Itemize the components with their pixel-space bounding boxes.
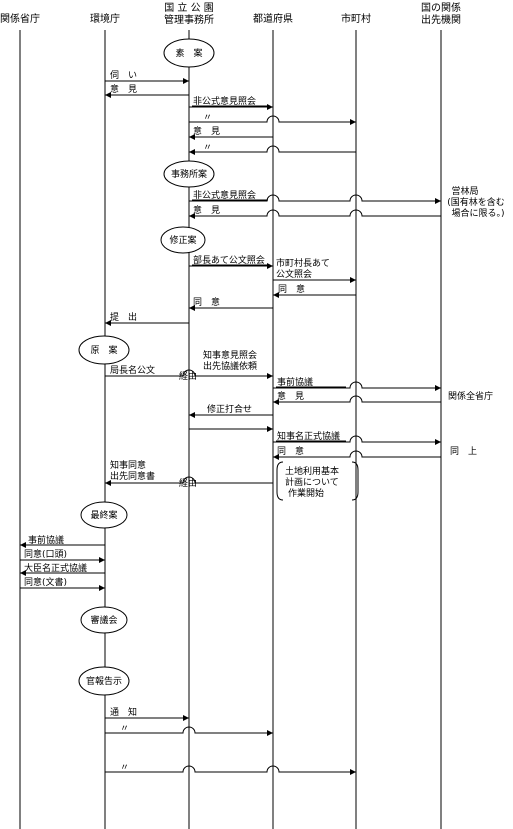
- label-chijiiken2: 出先協議依頼: [203, 360, 257, 372]
- stage-jimushoan: 事務所案: [163, 160, 215, 188]
- label-jizenkyogi1: 事前協議: [277, 376, 313, 388]
- callout-right-bracket: [351, 461, 359, 501]
- label-tochi3: 作業開始: [288, 487, 324, 499]
- stage-saishuan: 最終案: [80, 501, 128, 529]
- arrow-chijidoi: [105, 476, 273, 486]
- label-shichosonchoate1: 市町村長あて: [276, 257, 330, 269]
- label-tochi2: 計画について: [285, 476, 339, 488]
- label-eirinkyoku1: 営林局: [451, 185, 478, 197]
- label-doi3: 同 意: [277, 445, 304, 457]
- label-tsuchi: 通 知: [110, 706, 137, 718]
- arrow-iken3: [189, 209, 441, 219]
- header-kankyocho: 環境庁: [90, 12, 120, 25]
- stage-soan: 素 案: [163, 38, 215, 68]
- header-todofuken: 都道府県: [253, 12, 293, 25]
- header-kankei-shocho: 関係省庁: [0, 12, 40, 25]
- label-kankeizenshocho: 関係全省庁: [448, 390, 493, 402]
- label-ditto2: 〃: [203, 143, 212, 153]
- label-chijidoi2: 出先同意書: [110, 470, 155, 482]
- label-keiyu2: 経由: [179, 477, 197, 489]
- stage-shuseian-label: 修正案: [169, 234, 196, 246]
- label-keiyu1: 経由: [179, 370, 197, 382]
- label-ditto3: 〃: [120, 724, 129, 734]
- stage-genan: 原 案: [78, 335, 130, 365]
- arrow-ditto2: [189, 145, 356, 155]
- arrow-iken4: [273, 395, 441, 405]
- label-chijidoi1: 知事同意: [110, 459, 146, 471]
- label-shichosonchoate2: 公文照会: [276, 268, 312, 280]
- label-buchoate: 部長あて公文照会: [193, 254, 265, 266]
- stage-soan-label: 素 案: [175, 47, 202, 59]
- stage-shingikai-label: 審議会: [90, 614, 117, 626]
- header-kouen-line2: 管理事務所: [164, 13, 214, 26]
- label-doi1: 同 意: [278, 283, 305, 295]
- label-eirinkyoku2: (国有林を含む: [447, 196, 505, 208]
- label-iken2: 意 見: [193, 125, 220, 137]
- label-doikoutou: 同意(口頭): [24, 548, 67, 560]
- label-iken3: 意 見: [193, 204, 220, 216]
- arrow-kyokuchomei: [105, 369, 273, 379]
- label-eirinkyoku3: 場合に限る。): [451, 207, 504, 219]
- stage-saishuan-label: 最終案: [90, 509, 117, 521]
- arrow-ditto1: [189, 115, 356, 125]
- label-dojo: 同 上: [450, 446, 477, 457]
- arrow-doi3: [273, 450, 441, 460]
- arrow-chijimei: [273, 435, 441, 445]
- label-doibunsho: 同意(文書): [24, 576, 67, 588]
- label-doi2: 同 意: [193, 296, 220, 308]
- arrow-hikoushiki2: [189, 194, 441, 204]
- header-kuni-line1: 国の関係: [421, 2, 461, 14]
- label-tochi1: 土地利用基本: [285, 465, 339, 477]
- label-chijiiken1: 知事意見照会: [203, 349, 257, 361]
- label-iken1: 意 見: [110, 83, 137, 95]
- label-ditto1: 〃: [203, 113, 212, 123]
- label-shusei: 修正打合せ: [207, 403, 252, 415]
- label-daijinmei: 大臣名正式協議: [24, 562, 87, 574]
- stage-kanpo-label: 官報告示: [86, 675, 122, 687]
- label-teishutsu: 提 出: [110, 311, 137, 323]
- header-shichoson: 市町村: [341, 12, 371, 25]
- arrow-ditto4: [105, 765, 356, 775]
- label-ukagai: 伺 い: [110, 69, 137, 81]
- stage-kanpo: 官報告示: [78, 666, 130, 696]
- label-jizenkyogi2: 事前協議: [28, 534, 64, 546]
- stage-shuseian: 修正案: [160, 226, 206, 254]
- callout-left-bracket: [276, 461, 284, 501]
- label-underlines: [192, 105, 346, 442]
- header-kuni-line2: 出先機関: [421, 13, 461, 26]
- stage-jimushoan-label: 事務所案: [171, 168, 207, 180]
- arrow-jizenkyogi1: [273, 381, 441, 391]
- label-ditto4: 〃: [120, 763, 129, 773]
- label-hikoushiki2: 非公式意見照会: [193, 189, 256, 201]
- label-hikoushiki1: 非公式意見照会: [193, 95, 256, 107]
- stage-genan-label: 原 案: [90, 344, 117, 356]
- label-iken4: 意 見: [277, 390, 304, 402]
- label-chijimei: 知事名正式協議: [277, 430, 340, 442]
- arrow-ditto3: [105, 726, 273, 736]
- label-kyokuchomei: 局長名公文: [110, 364, 155, 376]
- stage-shingikai: 審議会: [80, 606, 128, 634]
- header-kouen-line1: 国 立 公 園: [164, 1, 214, 14]
- arrows: [20, 78, 441, 775]
